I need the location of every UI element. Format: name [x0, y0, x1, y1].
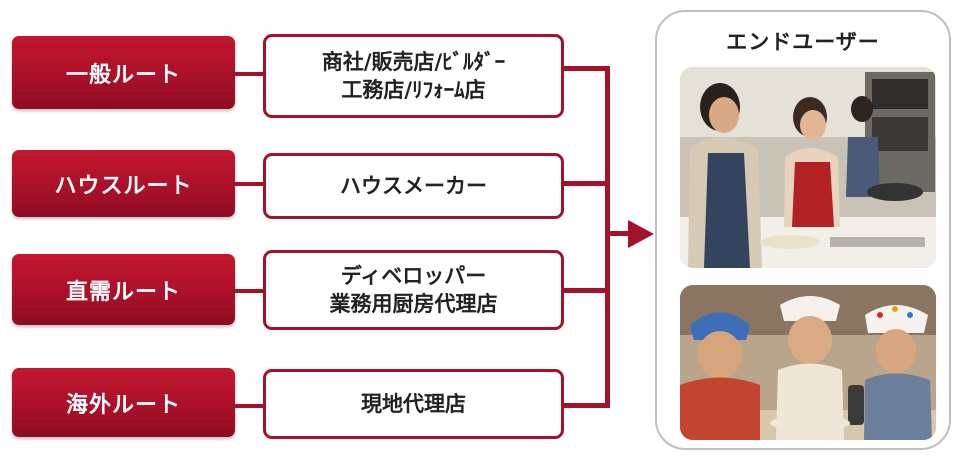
channel-trading-line-1: 商社/販売店/ﾋﾞﾙﾀﾞｰ	[321, 50, 506, 74]
bracket-general	[564, 66, 610, 71]
route-overseas: 海外ルート	[12, 368, 235, 437]
channel-developer-line-2: 業務用厨房代理店	[329, 292, 498, 316]
connector-general	[205, 72, 265, 76]
connector-overseas	[233, 404, 265, 408]
channel-housemaker: ハウスメーカー	[263, 153, 564, 219]
arrow-head-icon	[628, 220, 654, 248]
bracket-overseas	[564, 403, 610, 408]
cooking-photo-children	[680, 285, 936, 440]
route-house-label: ハウスルート	[54, 173, 193, 199]
channel-local-agent: 現地代理店	[263, 369, 564, 439]
route-overseas-label: 海外ルート	[65, 392, 181, 418]
channel-local-agent-line-1: 現地代理店	[361, 392, 466, 416]
route-direct: 直需ルート	[12, 254, 235, 325]
route-general-label: 一般ルート	[65, 62, 181, 88]
bracket-house	[564, 181, 610, 186]
connector-house	[233, 182, 265, 186]
channel-trading-line-2: 工務店/ﾘﾌｫｰﾑ店	[341, 78, 486, 102]
bracket-direct	[564, 288, 610, 293]
route-house: ハウスルート	[12, 150, 235, 217]
collector-bar	[605, 66, 610, 408]
route-direct-label: 直需ルート	[65, 279, 181, 305]
connector-direct	[233, 289, 265, 293]
arrow-shaft	[610, 231, 630, 236]
channel-developer-line-1: ディベロッパー	[340, 264, 487, 288]
cooking-photo-adults	[680, 67, 936, 268]
channel-trading: 商社/販売店/ﾋﾞﾙﾀﾞｰ 工務店/ﾘﾌｫｰﾑ店	[263, 34, 564, 118]
route-general: 一般ルート	[12, 36, 235, 109]
end-user-title: エンドユーザー	[726, 30, 880, 54]
channel-developer: ディベロッパー 業務用厨房代理店	[263, 250, 564, 330]
channel-housemaker-line-1: ハウスメーカー	[340, 174, 487, 198]
